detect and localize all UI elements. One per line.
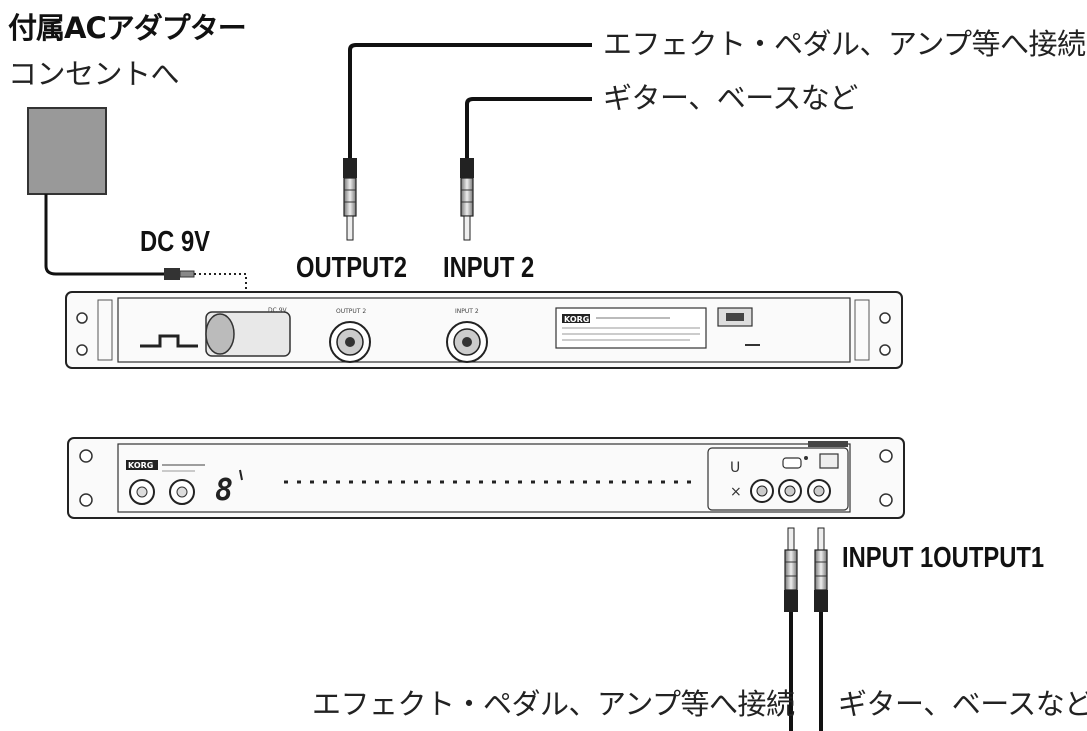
input1-source-label: ギター、ベースなど <box>838 687 1087 721</box>
input2-cable <box>460 97 592 241</box>
input1-output1-label: INPUT 1OUTPUT1 <box>842 542 1045 574</box>
input2-source-label: ギター、ベースなど <box>603 81 858 115</box>
svg-text:U: U <box>730 460 740 476</box>
adapter-subtitle: コンセントへ <box>8 57 180 91</box>
input2-label: INPUT 2 <box>443 252 535 284</box>
adapter-title: 付属ACアダプター <box>8 11 247 45</box>
svg-text:×: × <box>730 484 742 500</box>
input1-cable <box>784 527 798 731</box>
output1-destination-label: エフェクト・ペダル、アンプ等へ接続 <box>312 687 795 721</box>
rear-panel: DC 9V OUTPUT 2 INPUT 2 KORG <box>65 291 903 369</box>
rear-korg-logo: KORG <box>564 315 589 324</box>
output2-label: OUTPUT2 <box>296 252 407 284</box>
front-panel: KORG 8 U × <box>67 437 905 519</box>
svg-text:OUTPUT 2: OUTPUT 2 <box>336 308 366 315</box>
dc-9v-label: DC 9V <box>140 226 211 258</box>
output1-cable <box>814 527 828 731</box>
display-digit: 8 <box>215 473 233 508</box>
svg-text:DC 9V: DC 9V <box>268 307 288 314</box>
output2-destination-label: エフェクト・ペダル、アンプ等へ接続 <box>603 27 1086 61</box>
ac-adapter <box>27 107 282 337</box>
svg-text:INPUT 2: INPUT 2 <box>455 308 479 315</box>
front-korg-logo: KORG <box>128 461 153 470</box>
output2-cable <box>343 43 592 241</box>
